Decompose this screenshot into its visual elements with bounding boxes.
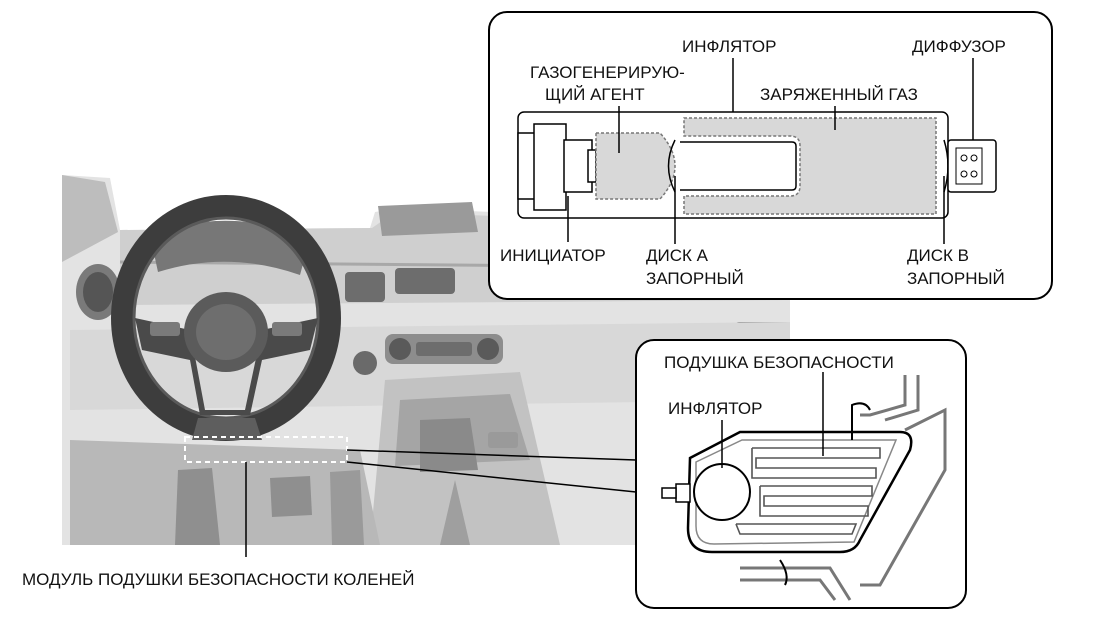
disk-a-label-line2: ЗАПОРНЫЙ <box>646 269 744 288</box>
airbag-inflator-label: ИНФЛЯТОР <box>668 399 763 418</box>
gas-agent-label-line2: ЩИЙ АГЕНТ <box>545 85 645 104</box>
climate-control-panel <box>353 334 503 375</box>
disk-b-label-line1: ДИСК В <box>907 246 969 265</box>
inflator-label: ИНФЛЯТОР <box>682 37 777 56</box>
pedals <box>175 468 364 545</box>
inner-tube <box>680 141 797 191</box>
charged-gas-label: ЗАРЯЖЕННЫЙ ГАЗ <box>760 85 918 104</box>
disk-a <box>667 139 676 193</box>
inflator-detail-inset <box>488 11 1053 300</box>
knee-airbag-module-label: МОДУЛЬ ПОДУШКИ БЕЗОПАСНОСТИ КОЛЕНЕЙ <box>22 570 415 589</box>
initiator <box>517 123 597 211</box>
airbag-inflator <box>661 463 751 521</box>
connector-line-bottom <box>346 461 637 493</box>
disk-b-label-line2: ЗАПОРНЫЙ <box>907 269 1005 288</box>
center-console <box>370 372 560 545</box>
initiator-label: ИНИЦИАТОР <box>500 246 606 265</box>
gas-generating-agent-chamber <box>595 132 676 200</box>
knee-airbag-module-outline <box>184 436 348 463</box>
diffuser <box>947 139 997 193</box>
connector-line-top <box>346 449 637 461</box>
left-vent <box>76 264 120 320</box>
disk-a-label-line1: ДИСК А <box>646 246 708 265</box>
airbag-detail-inset <box>635 339 967 609</box>
airbag-label: ПОДУШКА БЕЗОПАСНОСТИ <box>664 353 894 372</box>
knee-airbag-module-case <box>686 430 913 554</box>
diffuser-label: ДИФФУЗОР <box>912 37 1006 56</box>
gas-agent-label-line1: ГАЗОГЕНЕРИРУЮ- <box>530 63 685 82</box>
folded-airbag <box>735 447 881 535</box>
charged-gas-chamber <box>683 117 937 215</box>
